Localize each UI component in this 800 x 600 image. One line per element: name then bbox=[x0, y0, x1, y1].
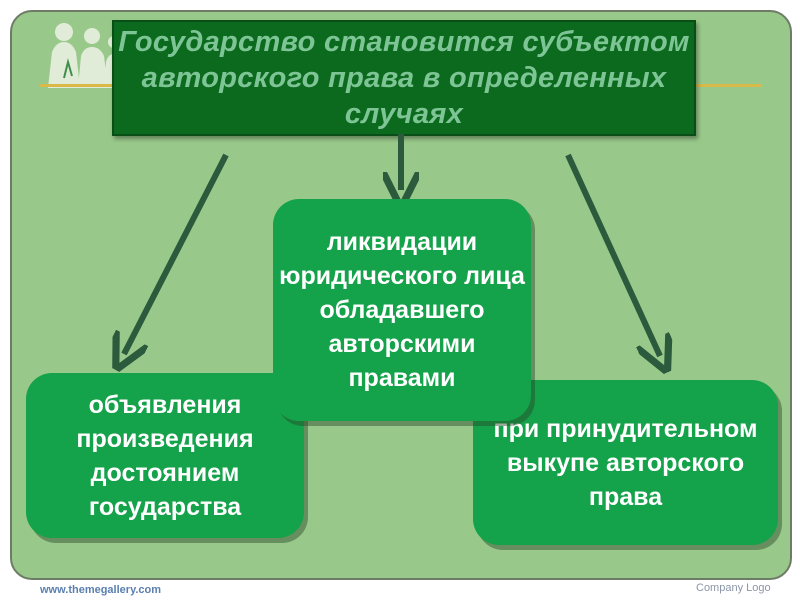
decorative-line-left bbox=[40, 84, 130, 87]
box-center-text: ликвидации юридического лица обладавшего… bbox=[279, 228, 525, 392]
arrow-to-left-box bbox=[124, 153, 229, 354]
arrow-to-right-box bbox=[565, 153, 660, 356]
diagram-title: Государство становится субъектом авторск… bbox=[118, 26, 690, 130]
title-box: Государство становится субъектом авторск… bbox=[112, 20, 696, 136]
box-left-text: объявления произведения достоянием госуд… bbox=[76, 390, 254, 521]
footer-url[interactable]: www.themegallery.com bbox=[40, 584, 162, 596]
box-declaration-public-domain: объявления произведения достоянием госуд… bbox=[26, 373, 304, 538]
decorative-line-right bbox=[690, 84, 762, 87]
box-liquidation-legal-entity: ликвидации юридического лица обладавшего… bbox=[273, 199, 531, 421]
box-right-text: при принудительном выкупе авторского пра… bbox=[493, 414, 758, 511]
footer-company-logo: Company Logo bbox=[696, 582, 771, 594]
